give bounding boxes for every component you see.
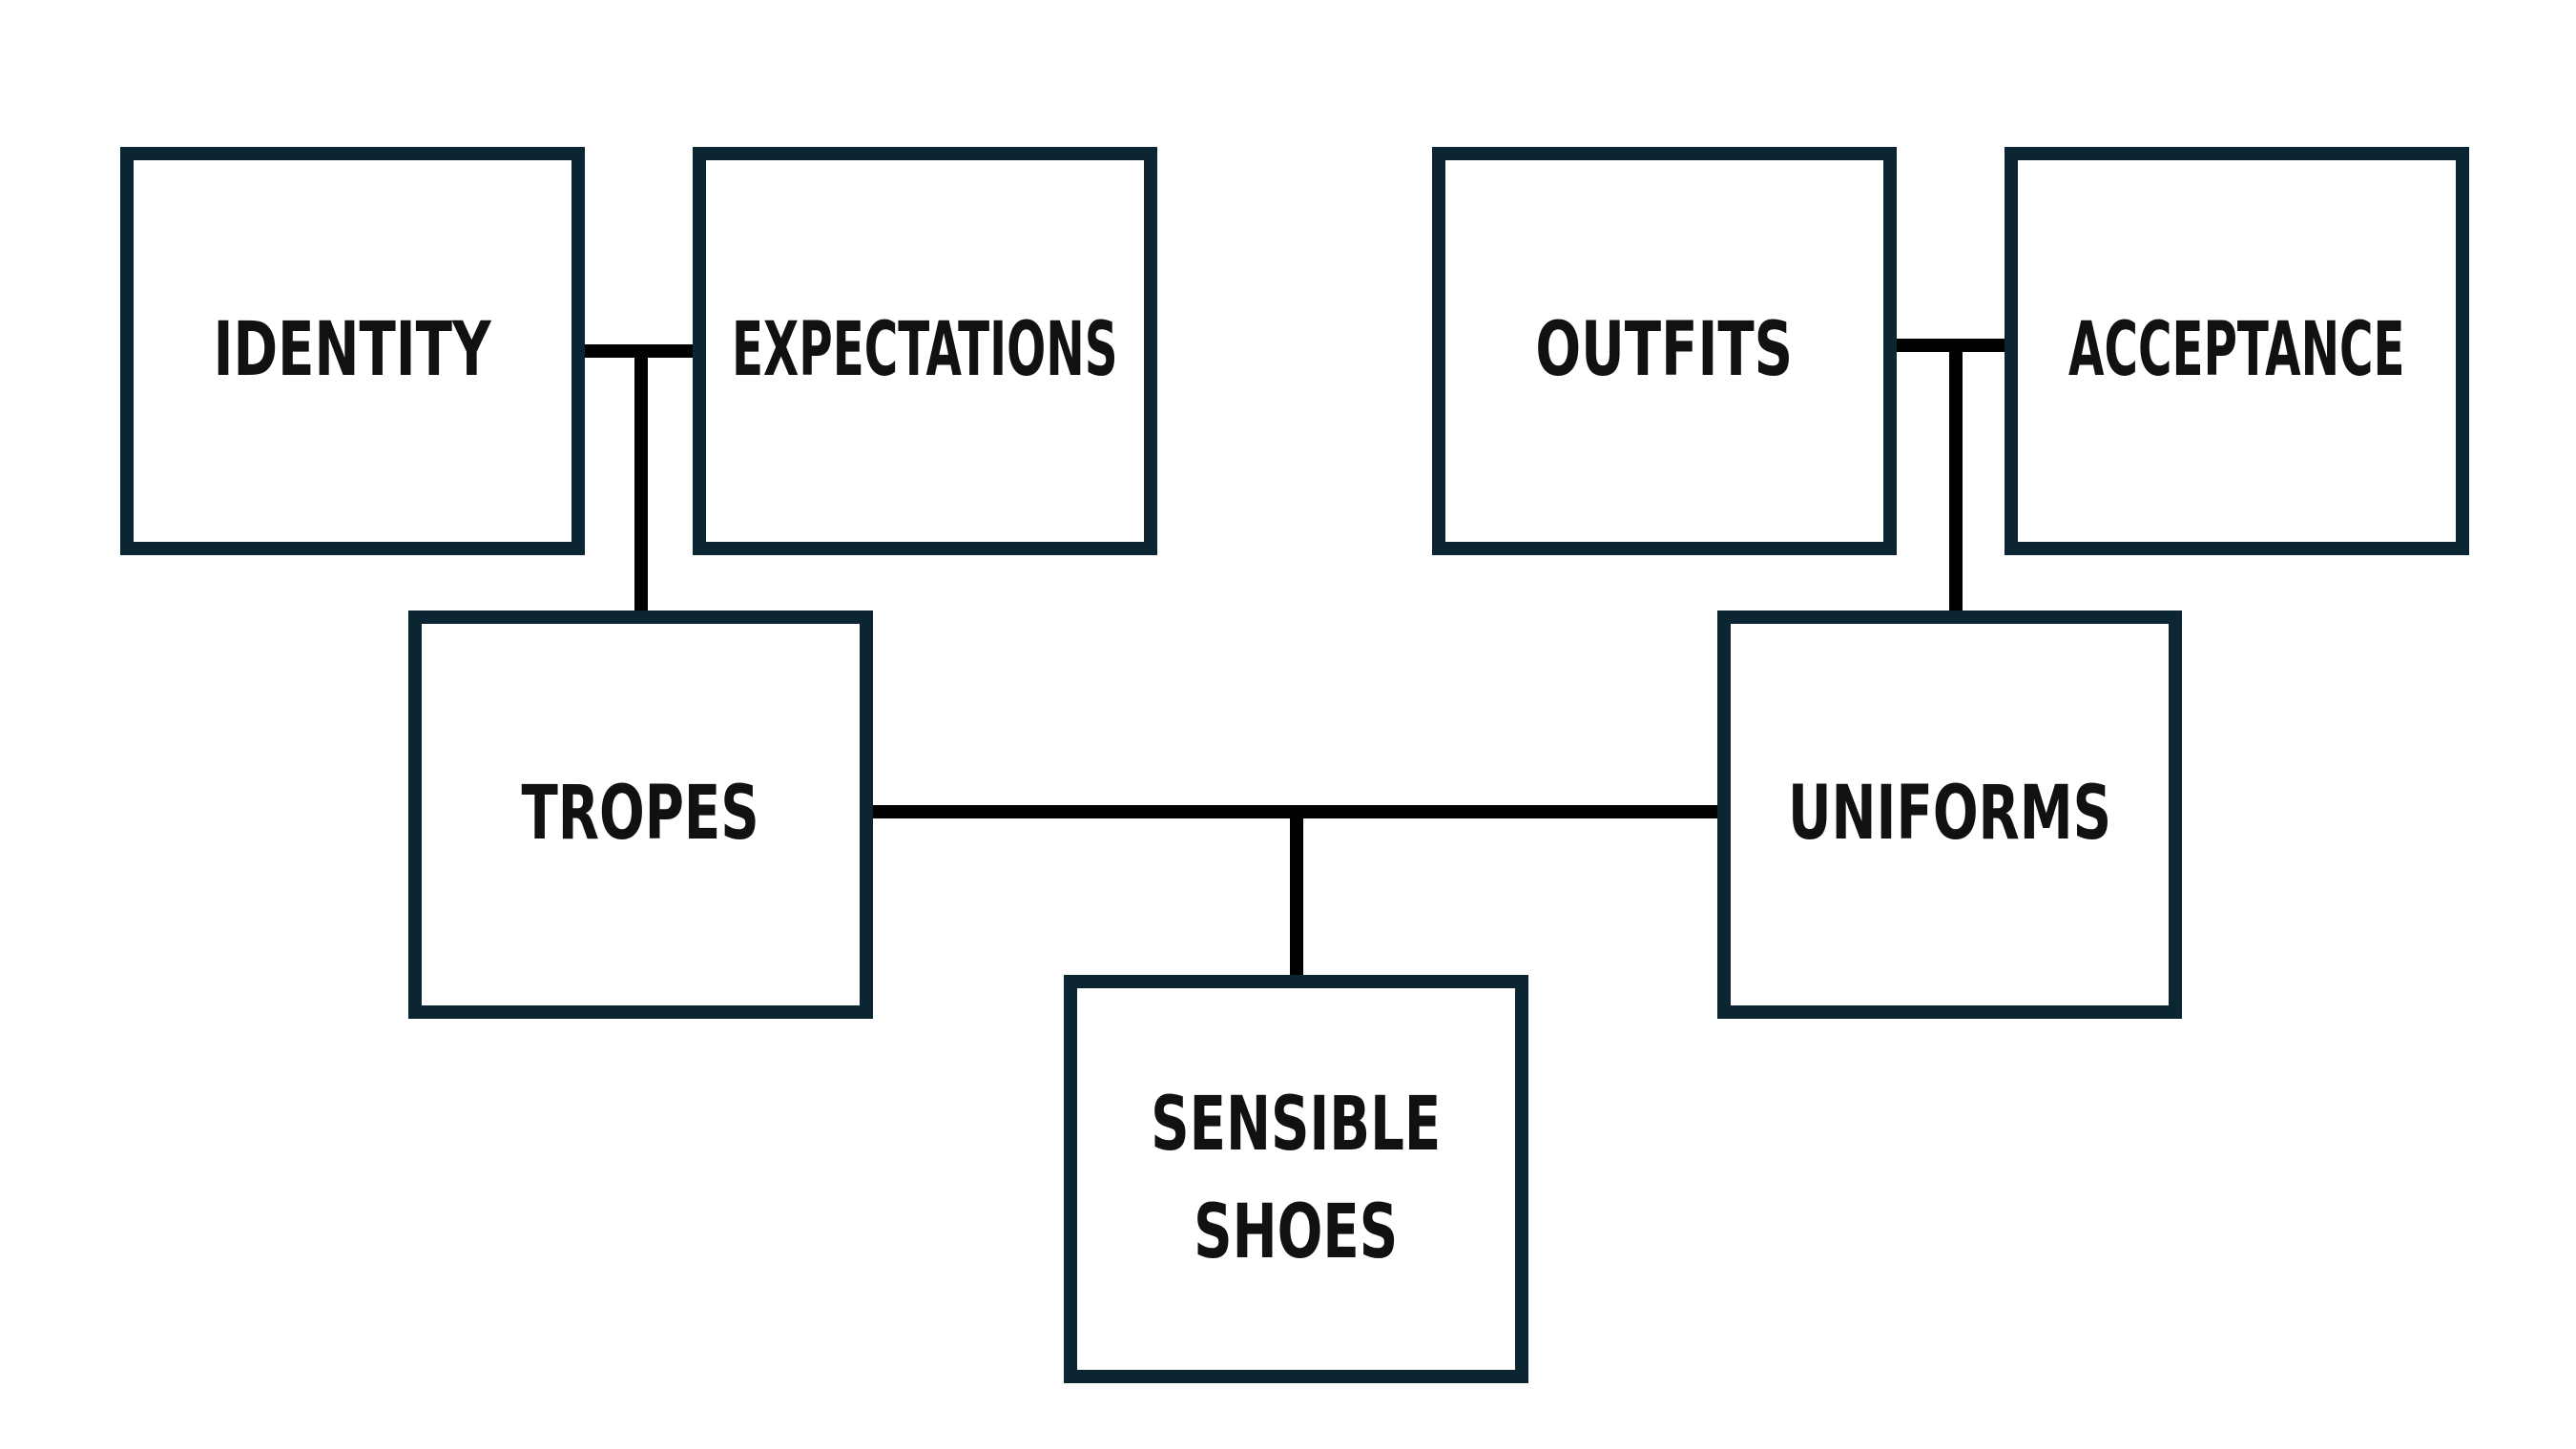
- node-identity-label: IDENTITY: [213, 307, 492, 394]
- node-uniforms: UNIFORMS: [1717, 611, 2182, 1019]
- node-sensible-shoes: SENSIBLE SHOES: [1064, 975, 1528, 1383]
- node-uniforms-label: UNIFORMS: [1787, 771, 2112, 858]
- node-expectations-label: EXPECTATIONS: [732, 307, 1118, 394]
- node-sensible-shoes-label: SENSIBLE SHOES: [1151, 1081, 1442, 1275]
- node-identity: IDENTITY: [120, 147, 585, 555]
- node-tropes-label: TROPES: [521, 771, 760, 858]
- node-acceptance-label: ACCEPTANCE: [2068, 307, 2405, 394]
- node-expectations: EXPECTATIONS: [693, 147, 1157, 555]
- node-tropes: TROPES: [408, 611, 873, 1019]
- node-outfits: OUTFITS: [1432, 147, 1897, 555]
- node-acceptance: ACCEPTANCE: [2005, 147, 2469, 555]
- node-outfits-label: OUTFITS: [1535, 307, 1794, 394]
